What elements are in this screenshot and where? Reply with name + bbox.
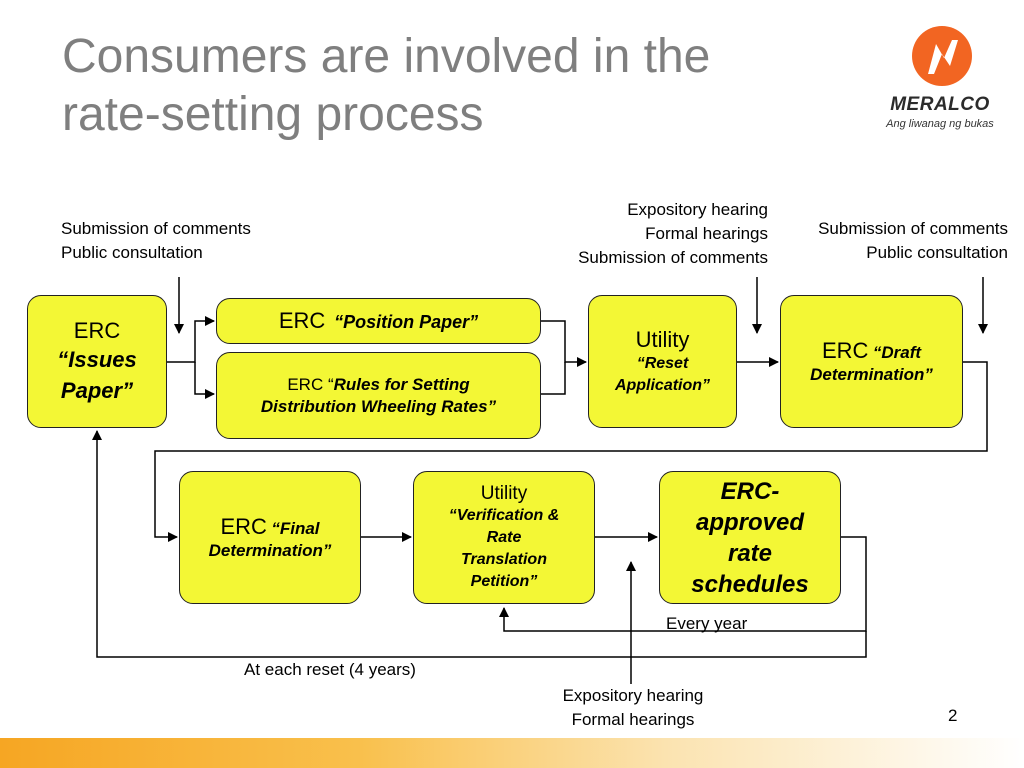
box-text: Application”	[614, 376, 711, 394]
box-text: “Draft	[872, 342, 922, 362]
box-text: Rate	[486, 529, 522, 546]
box-issues-paper: ERC “Issues Paper”	[27, 295, 167, 428]
title-line-2: rate-setting process	[62, 88, 484, 141]
arrow-reset-loop	[92, 430, 867, 658]
box-text: Rules for Setting	[333, 374, 470, 394]
footer-band	[0, 738, 1024, 768]
annotation-text: Public consultation	[61, 243, 203, 262]
box-text: ERC	[821, 337, 869, 363]
box-text: “Position Paper”	[334, 312, 479, 332]
box-text: Utility	[635, 326, 690, 352]
annotation-right-top: Submission of comments Public consultati…	[780, 217, 1008, 265]
annotation-every-year: Every year	[666, 614, 748, 633]
box-text-row: ERC “Final	[220, 514, 319, 540]
box-draft-determination: ERC “Draft Determination”	[780, 295, 963, 428]
annotation-bottom: Expository hearing Formal hearings	[533, 684, 733, 732]
page-number: 2	[948, 706, 958, 725]
box-text: ERC	[73, 317, 121, 343]
box-text: ERC	[278, 308, 326, 333]
box-text: “Verification &	[448, 507, 560, 524]
box-position-paper: ERC “Position Paper”	[216, 298, 541, 344]
box-text: rate	[727, 539, 773, 567]
arrow-draft-to-final	[154, 361, 988, 542]
box-text: schedules	[691, 570, 809, 598]
annotation-text: Public consultation	[866, 243, 1008, 262]
annotation-text: Expository hearing	[627, 200, 768, 219]
box-text: Determination”	[810, 364, 933, 384]
box-approved-schedules: ERC- approved rate schedules	[659, 471, 841, 604]
box-text: “Issues	[57, 346, 137, 372]
arrow-rules-to-reset	[541, 362, 566, 395]
box-text: Determination”	[208, 540, 332, 560]
arrow-position-to-reset	[541, 320, 587, 367]
annotation-text: Submission of comments	[578, 248, 768, 267]
logo-brand: MERALCO	[890, 94, 990, 115]
box-text: ERC-	[720, 477, 780, 505]
logo-tagline: Ang liwanag ng bukas	[886, 118, 994, 130]
box-text-row: ERC “Draft	[822, 338, 921, 364]
box-verification-petition: Utility “Verification & Rate Translation…	[413, 471, 595, 604]
box-rules: ERC “Rules for Setting Distribution Whee…	[216, 352, 541, 439]
box-reset-application: Utility “Reset Application”	[588, 295, 737, 428]
annotation-each-reset: At each reset (4 years)	[244, 660, 416, 679]
box-text: Paper”	[60, 377, 134, 403]
annotation-text: Submission of comments	[61, 219, 251, 238]
meralco-bolt-icon	[912, 26, 972, 86]
box-text: Translation	[461, 551, 547, 568]
box-text: ERC “	[287, 374, 334, 394]
box-final-determination: ERC “Final Determination”	[179, 471, 361, 604]
box-text: Petition”	[470, 573, 538, 590]
box-text-row: ERC “Rules for Setting	[287, 374, 469, 396]
box-text: “Reset	[636, 354, 689, 372]
box-text: ERC	[220, 513, 267, 539]
title-line-1: Consumers are involved in the	[62, 30, 711, 83]
meralco-logo: MERALCO Ang liwanag ng bukas	[870, 22, 1010, 142]
box-text: approved	[695, 508, 805, 536]
box-text: “Final	[271, 518, 320, 538]
arrow-issues-to-position	[167, 316, 215, 363]
annotation-text: Formal hearings	[645, 224, 768, 243]
annotation-text: Expository hearing	[562, 686, 704, 705]
annotation-text: Submission of comments	[818, 219, 1008, 238]
box-text-row: ERC “Position Paper”	[279, 308, 478, 334]
annotation-mid-top: Expository hearing Formal hearings Submi…	[540, 198, 768, 270]
arrow-issues-to-rules	[194, 362, 215, 399]
annotation-left-top: Submission of comments Public consultati…	[61, 217, 251, 265]
box-text: Utility	[480, 483, 528, 504]
annotation-text: Formal hearings	[571, 710, 695, 729]
page-title: Consumers are involved in the rate-setti…	[62, 28, 862, 144]
box-text: Distribution Wheeling Rates”	[260, 396, 497, 416]
